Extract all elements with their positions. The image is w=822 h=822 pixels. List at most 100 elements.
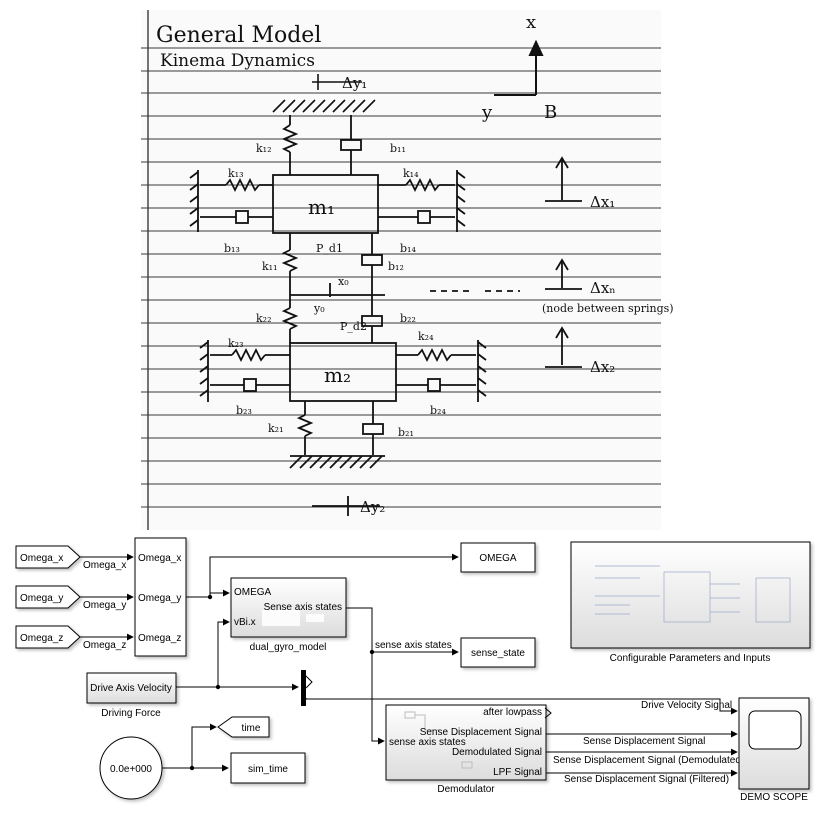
scope-screen-icon <box>748 710 802 750</box>
top-ground <box>272 74 376 113</box>
demod-port-after-lowpass: after lowpass <box>483 707 542 718</box>
frame-label: B <box>544 102 557 123</box>
dy1-label: Δy₁ <box>342 74 367 92</box>
label-k11: k₁₁ <box>262 260 278 273</box>
driving-force-name: Driving Force <box>101 708 161 719</box>
dx2-label: Δx₂ <box>590 358 615 376</box>
label-k12: k₁₂ <box>256 142 272 155</box>
label-b22: b₂₂ <box>400 312 416 325</box>
label-b24: b₂₄ <box>430 404 446 417</box>
gyro-mask-thumbnail <box>262 610 324 626</box>
label-b13: b₁₃ <box>224 242 240 255</box>
mass-1-sketch <box>189 115 466 234</box>
label-x0: x₀ <box>338 275 349 288</box>
mux-block[interactable]: Omega_x Omega_y Omega_z <box>134 537 187 657</box>
goto-sense-state-block[interactable]: sense_state <box>460 637 536 668</box>
demod-mask-thumbnail <box>404 711 473 769</box>
demod-port-sense: Sense Displacement Signal <box>420 727 542 738</box>
demodulator-name: Demodulator <box>437 784 495 795</box>
config-parameters-block[interactable]: Configurable Parameters and Inputs <box>570 541 811 664</box>
from-omega-x-label: Omega_x <box>20 553 63 564</box>
middle-links-sketch <box>281 233 520 343</box>
config-thumbnail <box>595 565 791 623</box>
signal-label-omega-z: Omega_z <box>83 640 126 651</box>
gyro-port-sense: Sense axis states <box>264 602 342 613</box>
gyro-port-omega: OMEGA <box>234 587 272 598</box>
demodulator-block[interactable]: sense axis states after lowpass Sense Di… <box>385 704 552 795</box>
signal-label-sense-disp: Sense Displacement Signal <box>583 736 705 747</box>
from-omega-z-label: Omega_z <box>20 633 63 644</box>
label-k14: k₁₄ <box>403 167 419 180</box>
label-k13: k₁₃ <box>228 167 244 180</box>
clock-value: 0.0e+000 <box>110 764 152 775</box>
signal-label-filtered: Sense Displacement Signal (Filtered) <box>564 774 729 785</box>
drive-axis-velocity-label: Drive Axis Velocity <box>90 683 172 694</box>
wire-to-gyro-vbi[interactable] <box>217 618 230 687</box>
from-block-omega-z[interactable]: Omega_z <box>15 625 81 649</box>
signal-label-sense: sense axis states <box>375 640 452 651</box>
mux-port-z: Omega_z <box>138 633 181 644</box>
from-block-omega-y[interactable]: Omega_y <box>15 585 81 609</box>
label-b11: b₁₁ <box>390 142 406 155</box>
label-k22: k₂₂ <box>256 312 272 325</box>
axis-y-label: y <box>481 102 493 123</box>
frame-axes <box>494 39 544 96</box>
label-k21: k₂₁ <box>268 422 284 435</box>
signal-label-demodulated: Sense Displacement Signal (Demodulated) <box>553 755 744 766</box>
gyro-block-name: dual_gyro_model <box>250 642 327 653</box>
goto-sense-state-label: sense_state <box>471 648 525 659</box>
demod-port-demodulated: Demodulated Signal <box>452 747 542 758</box>
goto-time-label: time <box>242 723 261 734</box>
drive-axis-velocity-block[interactable]: Drive Axis Velocity Driving Force <box>86 672 177 719</box>
dxn-label: Δxₙ <box>590 279 616 297</box>
goto-omega-block[interactable]: OMEGA <box>460 542 536 573</box>
dual-gyro-model-block[interactable]: OMEGA vBi.x Sense axis states dual_gyro_… <box>230 577 347 653</box>
signal-label-omega-x: Omega_x <box>83 560 126 571</box>
notebook-sketch-image: General Model Kinema Dynamics x y B Δy₁ <box>141 10 674 530</box>
dy2-label: Δy₂ <box>360 498 385 516</box>
wire-sense-states[interactable] <box>346 607 385 745</box>
mass-2-label: m₂ <box>324 363 351 387</box>
displacement-markers <box>545 156 582 368</box>
wire-clock-time[interactable] <box>191 723 217 768</box>
from-omega-y-label: Omega_y <box>20 593 63 604</box>
signal-lines <box>80 553 738 777</box>
goto-omega-label: OMEGA <box>479 553 517 564</box>
goto-time-block[interactable]: time <box>217 716 270 738</box>
dx1-label: Δx₁ <box>590 193 615 211</box>
label-b12: b₁₂ <box>388 260 404 273</box>
demod-port-lpf: LPF Signal <box>493 767 542 778</box>
from-block-omega-x[interactable]: Omega_x <box>15 545 81 569</box>
goto-sim-time-block[interactable]: sim_time <box>230 752 306 784</box>
label-y0: y₀ <box>313 302 325 315</box>
label-k23: k₂₃ <box>228 337 244 350</box>
scope-name: DEMO SCOPE <box>740 792 808 803</box>
mass-1-label: m₁ <box>308 195 335 219</box>
label-pd2: P_d2 <box>340 320 367 333</box>
notebook-subtitle: Kinema Dynamics <box>160 51 315 71</box>
axis-x-label: x <box>526 12 536 33</box>
wire-to-omega-goto[interactable] <box>209 553 459 597</box>
demo-scope-block[interactable]: DEMO SCOPE <box>738 697 810 803</box>
demux-bar[interactable] <box>301 670 313 706</box>
label-k24: k₂₄ <box>418 330 434 343</box>
notebook-ruled-lines <box>141 10 661 530</box>
gyro-port-vbi: vBi.x <box>234 617 256 628</box>
demod-output-port-marker <box>544 707 552 719</box>
element-labels: k₁₂ b₁₁ k₁₃ k₁₄ b₁₃ b₁₄ k₁₁ b₁₂ P_d1 x₀ … <box>224 142 446 439</box>
signal-label-omega-y: Omega_y <box>83 600 126 611</box>
notebook-paper <box>141 10 661 530</box>
branch-points <box>189 594 375 771</box>
node-note: (node between springs) <box>542 302 674 315</box>
config-parameters-name: Configurable Parameters and Inputs <box>610 653 771 664</box>
label-pd1: P_d1 <box>316 242 343 255</box>
demod-port-in: sense axis states <box>389 737 466 748</box>
notebook-title: General Model <box>156 23 321 48</box>
mass-2-sketch <box>199 340 487 516</box>
label-b23: b₂₃ <box>236 404 252 417</box>
mux-port-y: Omega_y <box>138 593 181 604</box>
signal-label-drive-velocity: Drive Velocity Signal <box>641 700 732 711</box>
mux-port-x: Omega_x <box>138 553 181 564</box>
clock-block[interactable]: 0.0e+000 <box>99 736 163 800</box>
